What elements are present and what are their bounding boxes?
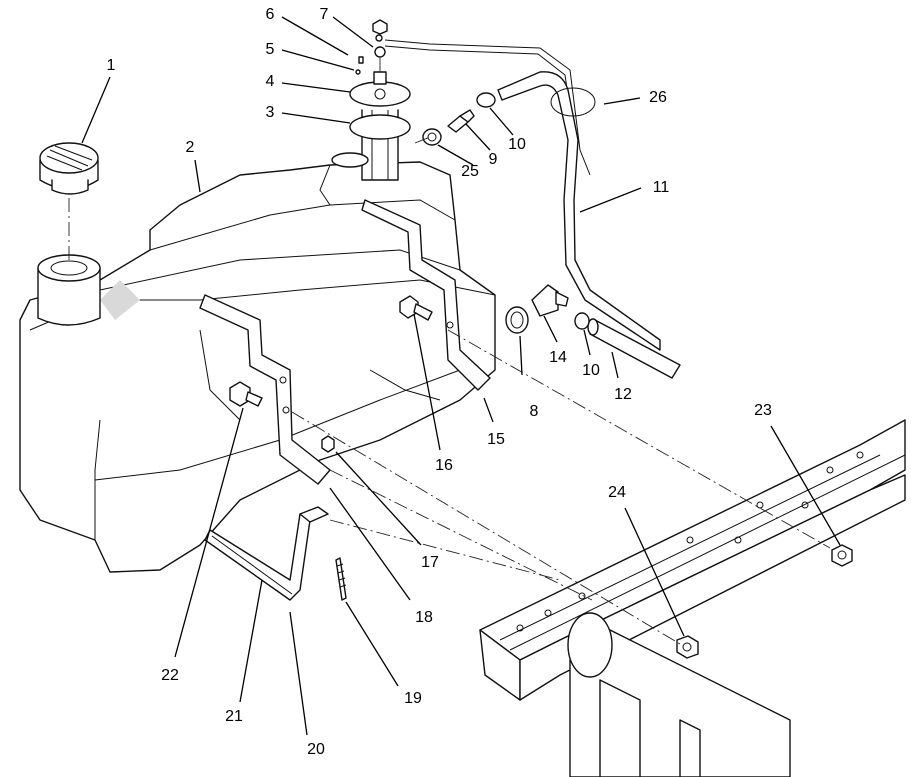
- callout-4: 4: [266, 73, 275, 90]
- callout-10-lower: 10: [582, 362, 600, 379]
- clamp-10-lower: [574, 312, 590, 330]
- elbow-fitting-14: [531, 284, 569, 317]
- callout-2: 2: [186, 139, 195, 156]
- fuel-sender: [331, 19, 411, 181]
- fuel-hose: [497, 71, 661, 351]
- bolt-16: [399, 295, 433, 321]
- callout-17: 17: [421, 554, 439, 571]
- callout-12: 12: [614, 386, 632, 403]
- sender-wire: [384, 39, 591, 176]
- nut-17: [321, 435, 335, 453]
- grommet-25: [422, 128, 442, 146]
- callout-22: 22: [161, 667, 179, 684]
- clamp-10-upper: [476, 92, 496, 108]
- fuel-cap: [39, 142, 99, 195]
- frame-nut-24: [676, 635, 699, 659]
- callout-7: 7: [320, 6, 329, 23]
- callout-16: 16: [435, 457, 453, 474]
- callout-1: 1: [107, 57, 116, 74]
- leader-lines: [81, 16, 841, 736]
- callout-6: 6: [266, 6, 275, 23]
- callout-9: 9: [489, 151, 498, 168]
- bracket-20-21: [204, 506, 329, 601]
- callout-20: 20: [307, 741, 325, 758]
- callout-5: 5: [266, 41, 275, 58]
- bushing-8: [505, 306, 529, 334]
- fitting-9: [447, 109, 475, 133]
- callout-11: 11: [653, 179, 670, 196]
- callout-14: 14: [549, 349, 567, 366]
- callout-23: 23: [754, 402, 772, 419]
- callout-19: 19: [404, 690, 422, 707]
- tank-filler-neck: [37, 254, 101, 326]
- callout-8: 8: [530, 403, 539, 420]
- frame-nut-23: [831, 544, 853, 567]
- hose-clamp-26: [550, 87, 596, 117]
- callout-25: 25: [461, 163, 479, 180]
- fuel-line-12: [587, 318, 681, 379]
- callout-24: 24: [608, 484, 626, 501]
- bracket-15: [361, 199, 491, 391]
- callout-15: 15: [487, 431, 505, 448]
- screw-19: [335, 557, 347, 601]
- bolt-22: [229, 381, 263, 407]
- callout-26: 26: [649, 89, 667, 106]
- callout-21: 21: [225, 708, 243, 725]
- callout-3: 3: [266, 104, 275, 121]
- callout-10-upper: 10: [508, 136, 526, 153]
- bracket-18: [199, 294, 331, 485]
- cross-tube: [567, 612, 791, 777]
- callout-18: 18: [415, 609, 433, 626]
